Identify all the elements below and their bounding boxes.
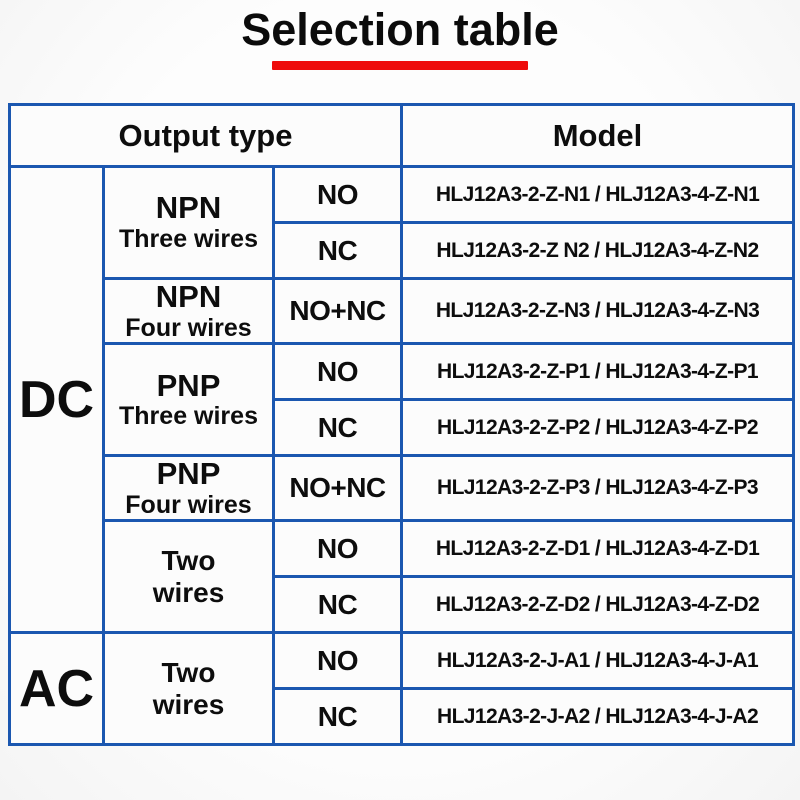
title-block: Selection table	[0, 4, 800, 70]
title-underline	[272, 60, 528, 70]
table-row: NPN Four wires NO+NC HLJ12A3-2-Z-N3 / HL…	[10, 276, 796, 346]
type-line2: Three wires	[119, 225, 258, 254]
model-cell: HLJ12A3-2-Z-P1 / HLJ12A3-4-Z-P1	[400, 342, 796, 402]
selection-table: Output type Model DC NPN Three wires NO …	[7, 103, 796, 747]
contact-cell: NC	[271, 221, 404, 280]
contact-cell: NC	[271, 687, 404, 747]
header-model: Model	[400, 103, 796, 168]
contact-cell: NO+NC	[271, 454, 404, 523]
power-cell-dc: DC	[8, 164, 105, 635]
type-line2: wires	[152, 576, 225, 608]
table-header-row: Output type Model	[7, 103, 796, 168]
model-cell: HLJ12A3-2-Z-P3 / HLJ12A3-4-Z-P3	[400, 454, 796, 523]
header-output-type-label: Output type	[118, 117, 293, 153]
table-row: Two wires NO HLJ12A3-2-Z-D1 / HLJ12A3-4-…	[10, 519, 796, 635]
table-row: PNP Three wires NO HLJ12A3-2-Z-P1 / HLJ1…	[10, 342, 796, 458]
type-line1: Two	[161, 656, 216, 688]
table-row: PNP Four wires NO+NC HLJ12A3-2-Z-P3 / HL…	[10, 454, 796, 523]
table-row: AC Two wires NO HLJ12A3-2-J-A1 / HLJ12A3…	[8, 631, 796, 747]
table-row: NC HLJ12A3-2-Z-D2 / HLJ12A3-4-Z-D2	[10, 575, 796, 635]
type-line2: Four wires	[125, 490, 252, 519]
type-line2: Three wires	[119, 402, 258, 431]
type-cell-npn-four-wires: NPN Four wires	[102, 276, 275, 346]
type-line1: PNP	[156, 456, 221, 492]
page-title: Selection table	[241, 4, 559, 55]
type-cell-npn-three-wires: NPN Three wires	[102, 165, 275, 280]
table-row: DC NPN Three wires NO HLJ12A3-2-Z-N1 / H…	[8, 164, 796, 635]
contact-cell: NO	[271, 342, 404, 402]
contact-cell: NO+NC	[271, 276, 404, 346]
model-cell: HLJ12A3-2-J-A1 / HLJ12A3-4-J-A1	[400, 631, 796, 691]
type-cell-pnp-three-wires: PNP Three wires	[102, 342, 275, 458]
model-cell: HLJ12A3-2-Z-N3 / HLJ12A3-4-Z-N3	[400, 276, 796, 346]
type-cell-pnp-four-wires: PNP Four wires	[102, 454, 275, 523]
type-line2: wires	[152, 688, 225, 720]
contact-cell: NC	[271, 575, 404, 635]
header-output-type: Output type	[7, 103, 404, 168]
contact-cell: NO	[271, 165, 404, 224]
model-cell: HLJ12A3-2-Z N2 / HLJ12A3-4-Z-N2	[400, 221, 796, 280]
header-model-label: Model	[552, 117, 643, 153]
model-cell: HLJ12A3-2-Z-P2 / HLJ12A3-4-Z-P2	[400, 398, 796, 458]
model-cell: HLJ12A3-2-Z-N1 / HLJ12A3-4-Z-N1	[400, 165, 796, 224]
table-row: NC HLJ12A3-2-Z N2 / HLJ12A3-4-Z-N2	[10, 221, 796, 280]
model-cell: HLJ12A3-2-Z-D1 / HLJ12A3-4-Z-D1	[400, 519, 796, 579]
type-line1: PNP	[156, 367, 221, 403]
type-line1: NPN	[155, 279, 222, 314]
type-line1: Two	[161, 544, 216, 576]
contact-cell: NO	[271, 519, 404, 579]
type-line1: NPN	[155, 190, 222, 226]
model-cell: HLJ12A3-2-Z-D2 / HLJ12A3-4-Z-D2	[400, 575, 796, 635]
contact-cell: NO	[271, 631, 404, 691]
table-row: NC HLJ12A3-2-J-A2 / HLJ12A3-4-J-A2	[10, 687, 796, 747]
model-cell: HLJ12A3-2-J-A2 / HLJ12A3-4-J-A2	[400, 687, 796, 747]
contact-cell: NC	[271, 398, 404, 458]
type-line2: Four wires	[125, 313, 252, 342]
power-cell-ac: AC	[8, 631, 105, 747]
type-cell-two-wires-ac: Two wires	[102, 631, 275, 747]
table-row: NC HLJ12A3-2-Z-P2 / HLJ12A3-4-Z-P2	[10, 398, 796, 458]
type-cell-two-wires-dc: Two wires	[102, 519, 275, 635]
